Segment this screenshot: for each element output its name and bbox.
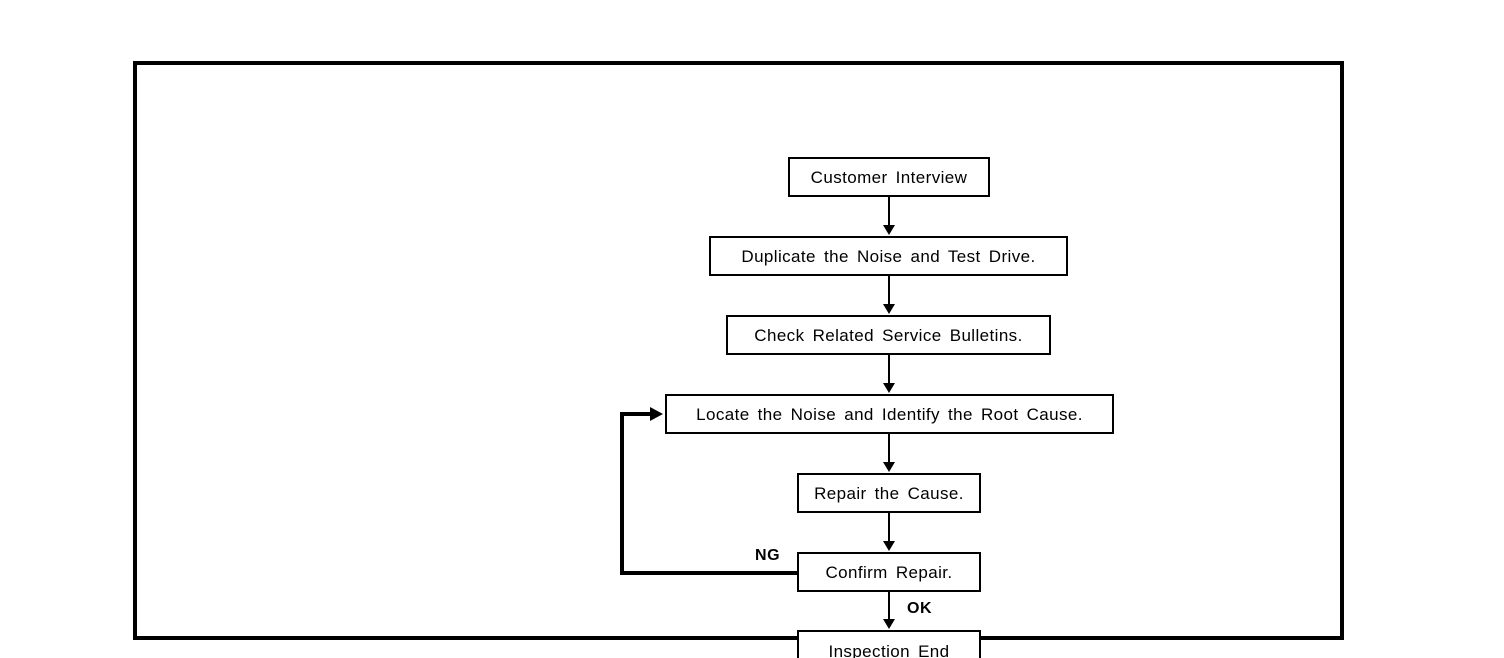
figure-frame: Customer Interview Duplicate the Noise a… — [133, 61, 1344, 658]
flow-node-confirm-repair: Confirm Repair. — [797, 552, 981, 592]
flow-node-repair-cause: Repair the Cause. — [797, 473, 981, 513]
flow-node-label: Check Related Service Bulletins. — [754, 325, 1023, 345]
arrow-down-icon — [883, 383, 895, 393]
branch-label-ng: NG — [755, 547, 781, 564]
arrow-down-icon — [883, 462, 895, 472]
arrow-down-icon — [883, 304, 895, 314]
connector-line-6-ok — [888, 592, 890, 623]
feedback-loop-top-segment — [620, 412, 653, 416]
flow-node-duplicate-noise: Duplicate the Noise and Test Drive. — [709, 236, 1068, 276]
connector-line-4 — [888, 434, 890, 466]
connector-line-3 — [888, 355, 890, 387]
connector-line-1 — [888, 197, 890, 229]
arrow-down-icon — [883, 225, 895, 235]
branch-label-ok: OK — [907, 600, 933, 617]
flow-node-label: Repair the Cause. — [814, 483, 964, 503]
flow-node-customer-interview: Customer Interview — [788, 157, 990, 197]
arrow-right-icon — [650, 407, 663, 421]
connector-line-2 — [888, 276, 890, 308]
feedback-loop-left-segment — [620, 412, 624, 575]
arrow-down-icon — [883, 619, 895, 629]
flow-node-label: Duplicate the Noise and Test Drive. — [741, 246, 1036, 266]
flow-node-check-bulletins: Check Related Service Bulletins. — [726, 315, 1051, 355]
flow-node-label: Locate the Noise and Identify the Root C… — [696, 404, 1083, 424]
flow-node-locate-noise: Locate the Noise and Identify the Root C… — [665, 394, 1114, 434]
feedback-loop-bottom-segment — [620, 571, 798, 575]
flow-node-label: Customer Interview — [810, 167, 968, 187]
flow-node-inspection-end: Inspection End — [797, 630, 981, 658]
connector-line-5 — [888, 513, 890, 545]
flow-node-label: Confirm Repair. — [825, 562, 953, 582]
flow-node-label: Inspection End — [828, 641, 950, 658]
arrow-down-icon — [883, 541, 895, 551]
